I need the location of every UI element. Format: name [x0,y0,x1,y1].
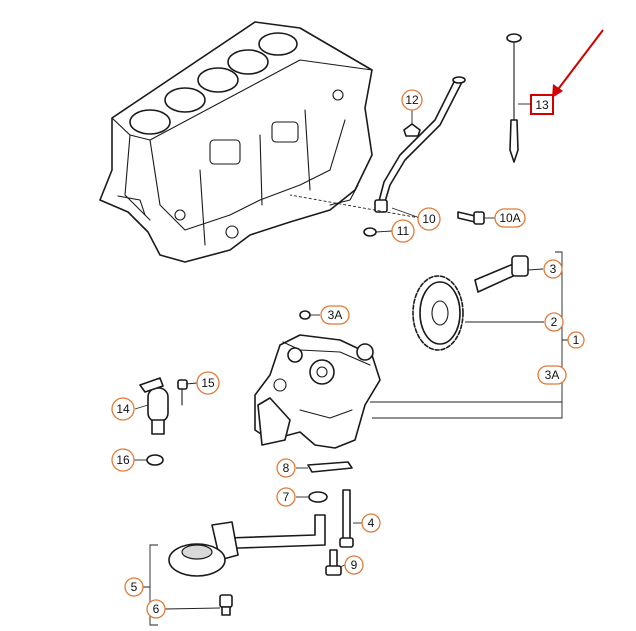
svg-text:14: 14 [116,402,130,416]
callout-14[interactable]: 14 [111,397,135,421]
sprocket-bolt [474,255,529,293]
oil-pump [254,334,381,449]
bolt-6 [219,594,233,616]
sprocket [412,275,464,351]
bolt-4 [339,489,354,548]
callout-3[interactable]: 3 [543,259,563,279]
svg-text:3A: 3A [328,308,343,322]
bolt-9 [325,549,342,576]
callout-11[interactable]: 11 [391,219,415,243]
bolt-10a [457,211,485,225]
callout-2[interactable]: 2 [544,312,564,332]
bracket-group-5 [143,544,158,626]
svg-text:6: 6 [153,602,160,616]
svg-text:12: 12 [405,93,419,107]
gasket-8 [307,461,353,473]
svg-text:10A: 10A [499,211,520,225]
callout-4[interactable]: 4 [361,513,381,533]
callout-15[interactable]: 15 [196,371,220,395]
svg-text:8: 8 [283,461,290,475]
svg-text:2: 2 [551,315,558,329]
o-ring-11 [363,227,377,237]
svg-text:10: 10 [422,212,436,226]
oil-pickup-pipe [211,514,326,561]
callout-7[interactable]: 7 [276,487,296,507]
oil-strainer [168,543,226,577]
svg-text:3: 3 [550,262,557,276]
engine-block [99,21,373,263]
bolt-15 [177,379,188,406]
svg-text:7: 7 [283,490,290,504]
callout-8[interactable]: 8 [276,458,296,478]
dipstick [506,33,522,163]
o-ring-16 [146,454,164,466]
o-ring-7 [308,491,328,503]
clip-12 [403,123,421,137]
svg-text:15: 15 [201,376,215,390]
callout-9[interactable]: 9 [344,555,364,575]
callout-1[interactable]: 1 [567,331,585,349]
svg-text:5: 5 [131,580,138,594]
dipstick-guide-tube [374,76,466,213]
washer-3a-top [299,310,311,320]
callout-12[interactable]: 12 [401,89,423,111]
svg-text:4: 4 [368,516,375,530]
callout-6[interactable]: 6 [146,599,166,619]
callout-3a-top[interactable]: 3A [320,305,350,325]
leader-lines [134,103,562,610]
callout-10[interactable]: 10 [417,207,441,231]
svg-text:13: 13 [535,98,549,112]
svg-text:1: 1 [573,333,580,347]
svg-text:11: 11 [397,224,410,238]
callout-3a-right[interactable]: 3A [537,365,567,385]
svg-text:16: 16 [116,453,130,467]
pressure-valve [139,377,169,435]
svg-text:9: 9 [351,558,358,572]
callout-10a[interactable]: 10A [494,208,526,228]
highlight-box-13 [530,94,554,115]
callout-16[interactable]: 16 [111,448,135,472]
callout-13[interactable]: 13 [535,98,549,112]
svg-text:3A: 3A [545,368,560,382]
callout-5[interactable]: 5 [124,577,144,597]
red-arrow [552,29,604,98]
bracket-group-1 [555,251,568,419]
